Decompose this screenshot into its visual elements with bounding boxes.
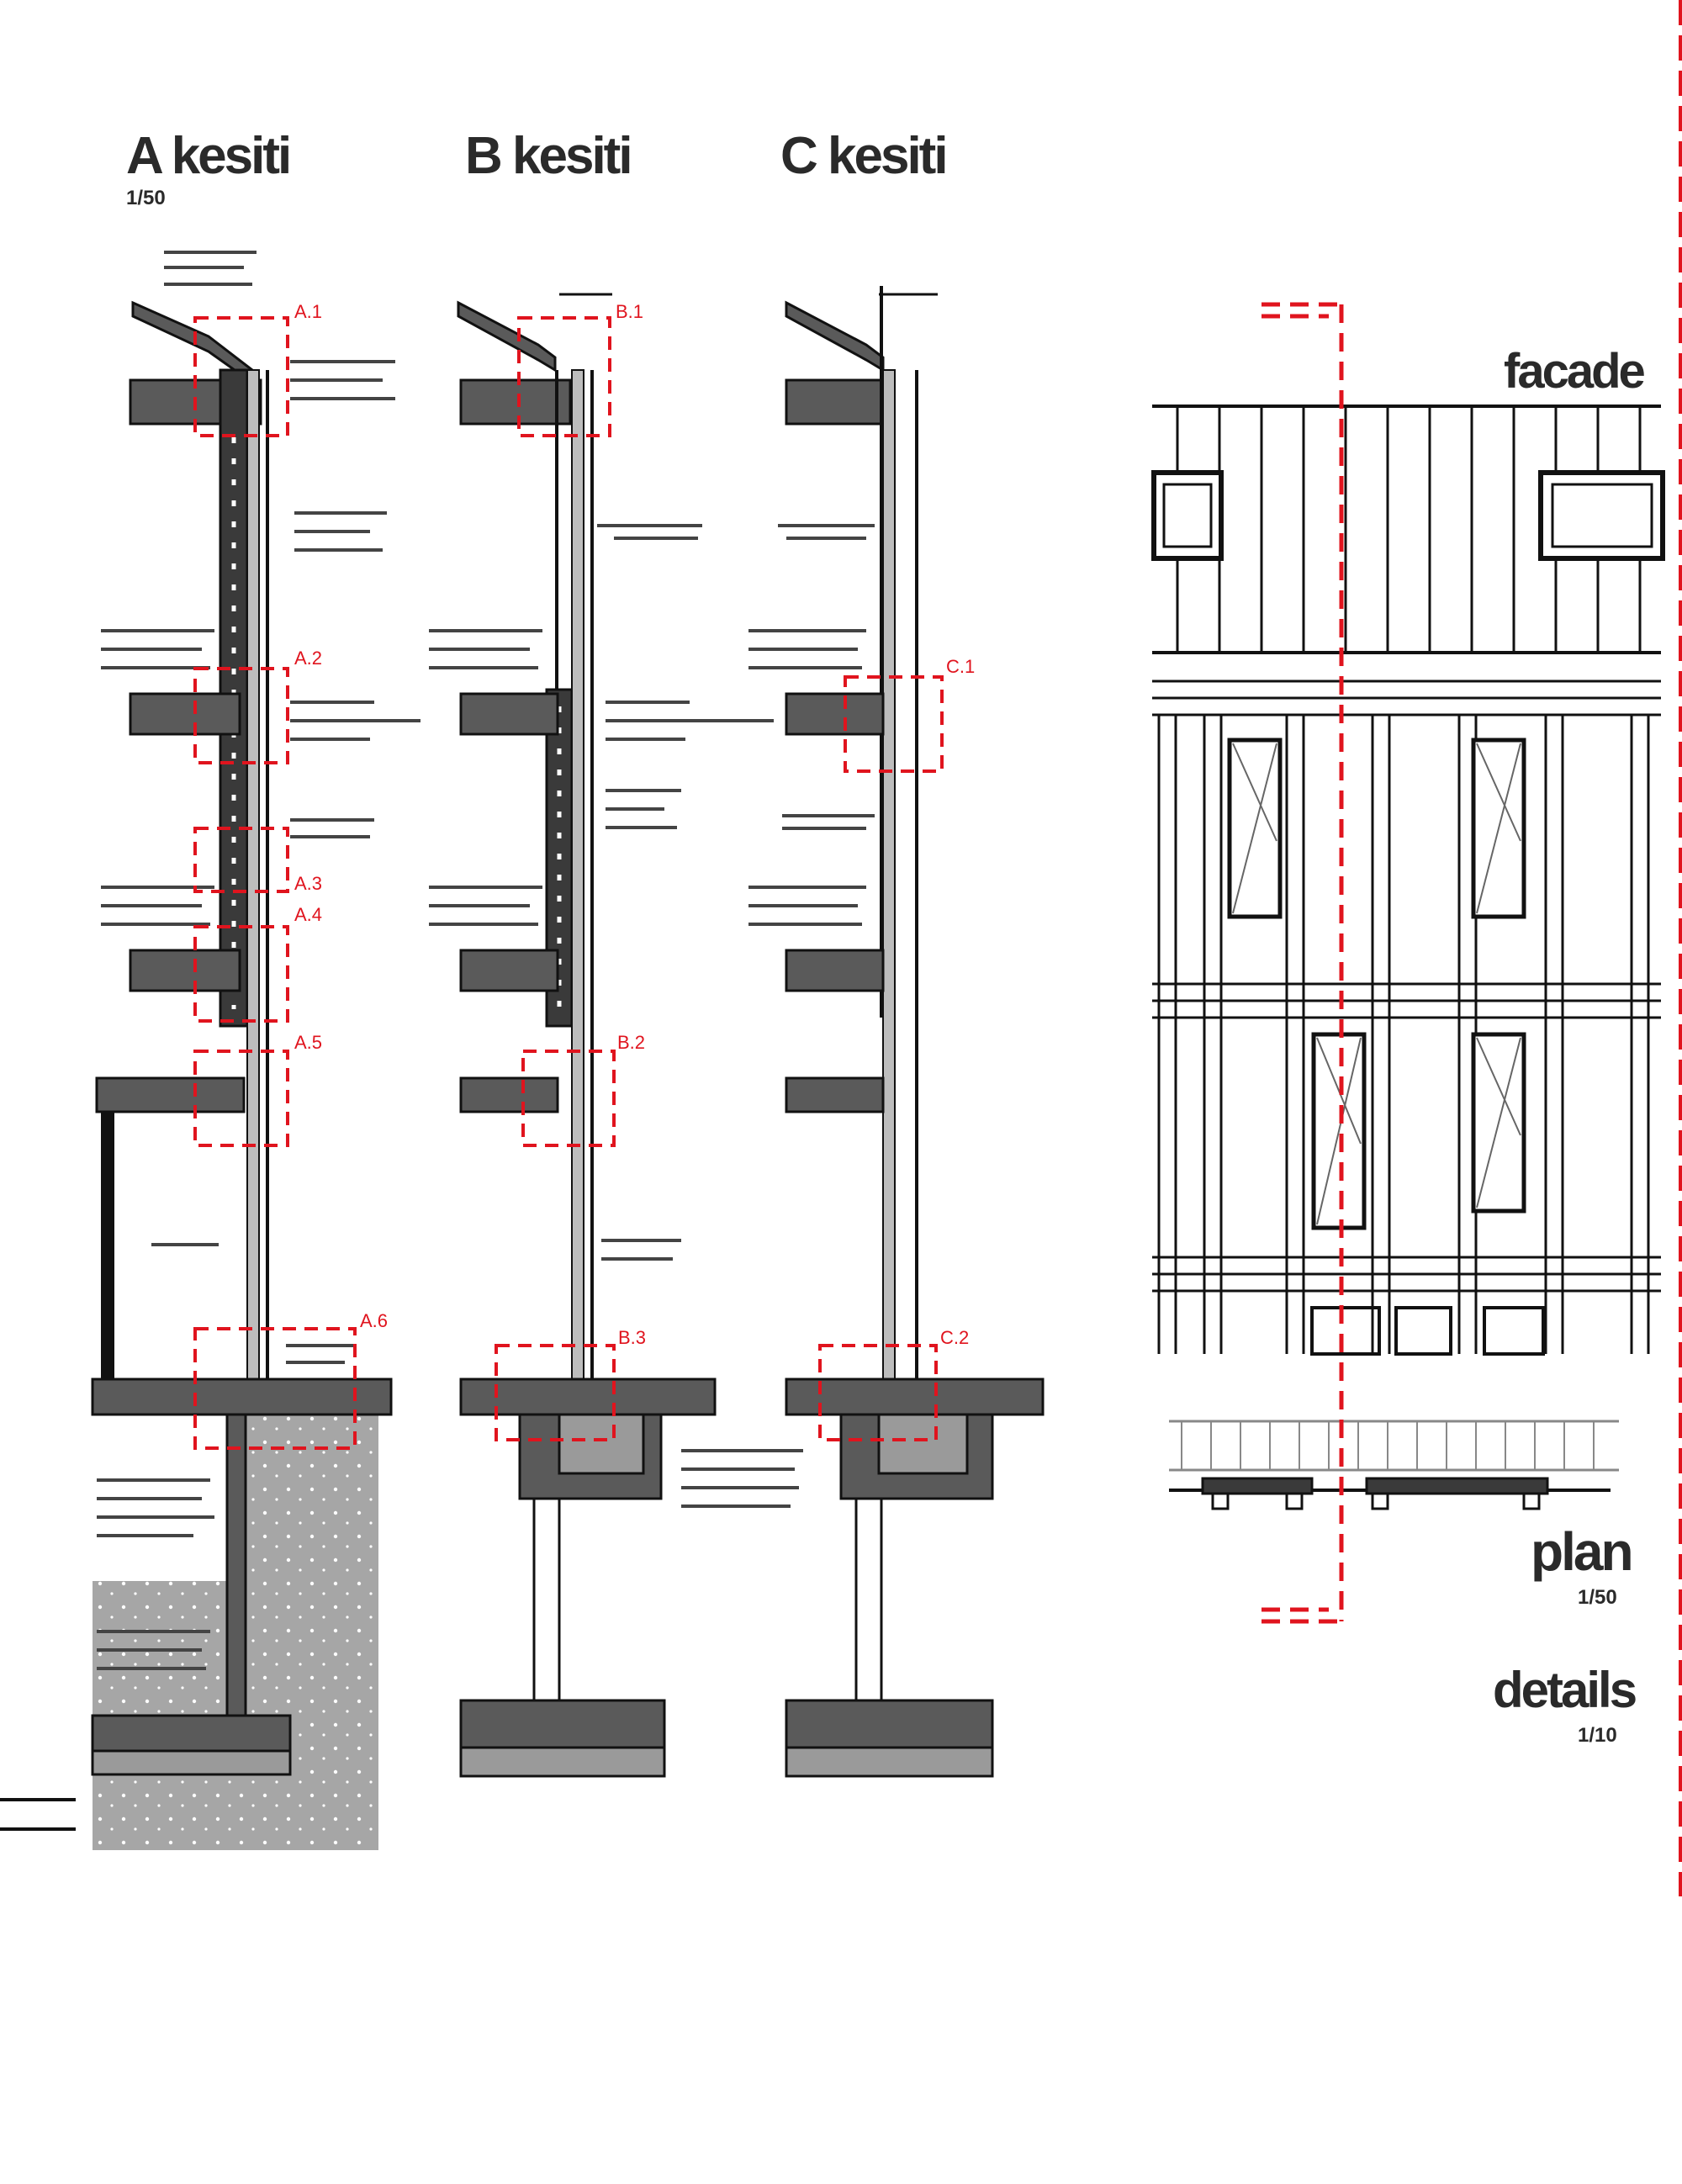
tag-a1: A.1 [294, 301, 322, 322]
section-c-title: C kesiti [780, 127, 949, 185]
section-c-roof-slab [785, 378, 893, 426]
plan-title: plan [1531, 1521, 1634, 1582]
tag-a5: A.5 [294, 1032, 322, 1053]
section-a-soil [244, 1413, 378, 1850]
section-b-roof [457, 300, 557, 373]
tag-b2: B.2 [617, 1032, 645, 1053]
section-b-floor-slab-3 [459, 1076, 559, 1113]
tag-b3: B.3 [618, 1327, 646, 1348]
section-c-pier [854, 1497, 883, 1702]
section-b-floor-slab-1 [459, 692, 559, 736]
tag-a3: A.3 [294, 873, 322, 894]
section-b-insulation [571, 369, 584, 1380]
section-c-ground-slab [785, 1378, 1045, 1416]
facade-plinth-openings [1310, 1306, 1545, 1356]
callout-b3 [495, 1344, 616, 1441]
section-b-roof-slab [459, 378, 572, 426]
callout-a2 [193, 667, 289, 764]
callout-b2 [521, 1050, 616, 1147]
tag-a2: A.2 [294, 648, 322, 669]
section-b-floor-slab-2 [459, 949, 559, 992]
section-a-insulation [246, 369, 260, 1380]
section-b-ground-slab [459, 1378, 717, 1416]
section-a-storefront [101, 1112, 114, 1381]
facade-dormer-right [1538, 470, 1665, 561]
section-a-floor-slab-3 [95, 1076, 246, 1113]
callout-c2 [818, 1344, 938, 1441]
section-c-drawing [681, 286, 1045, 1778]
section-b-title: B kesiti [465, 127, 633, 185]
section-b-footing [459, 1699, 666, 1749]
callout-a4 [193, 925, 289, 1023]
section-a-drawing [0, 251, 420, 1850]
callout-a1 [193, 316, 289, 437]
callout-a6 [193, 1327, 357, 1450]
details-scale: 1/10 [1578, 1724, 1617, 1747]
plan-view [1169, 1420, 1619, 1510]
section-b-drawing [429, 293, 774, 1778]
section-a-scale: 1/50 [126, 187, 166, 209]
section-c-floor-slab-3 [785, 1076, 885, 1113]
callout-a5 [193, 1050, 289, 1147]
callout-b1 [517, 316, 611, 437]
facade-title: facade [1504, 344, 1646, 399]
plan-scale: 1/50 [1578, 1586, 1617, 1609]
callout-c1 [844, 675, 944, 773]
section-c-insulation [882, 369, 896, 1380]
section-c-floor-slab-2 [785, 949, 885, 992]
section-a-floor-slab-2 [129, 949, 241, 992]
details-title: details [1493, 1662, 1637, 1718]
section-a-ground-slab [91, 1378, 393, 1416]
section-cut-line [1262, 302, 1344, 1624]
tag-a6: A.6 [360, 1310, 388, 1331]
section-c-floor-slab-1 [785, 692, 885, 736]
tag-c2: C.2 [940, 1327, 969, 1348]
section-a-title: A kesiti [126, 127, 292, 185]
section-c-footing [785, 1699, 994, 1749]
section-a-retaining-wall [225, 1413, 247, 1719]
section-c-roof [785, 300, 885, 373]
section-b-pier [532, 1497, 561, 1702]
section-c-annotations [681, 524, 875, 1508]
section-a-floor-slab-1 [129, 692, 241, 736]
section-b-annotations [429, 524, 774, 1261]
facade-elevation [1151, 405, 1665, 1356]
plan-wall-right [1365, 1477, 1549, 1495]
tag-b1: B.1 [616, 301, 643, 322]
detail-callouts [193, 316, 944, 1450]
tag-a4: A.4 [294, 904, 322, 925]
section-a-footing [91, 1714, 292, 1753]
plan-wall-left [1201, 1477, 1314, 1495]
detail-tags: A.1 A.2 A.3 A.4 A.5 A.6 B.1 B.2 B.3 C.1 … [294, 301, 975, 1348]
tag-c1: C.1 [946, 656, 975, 677]
callout-a3 [193, 827, 289, 893]
